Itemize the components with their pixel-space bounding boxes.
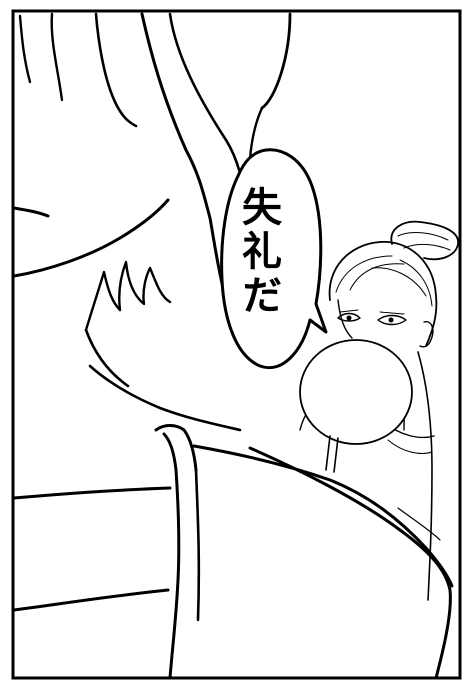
woman-head <box>328 241 438 347</box>
hair-strand-1 <box>18 14 32 84</box>
hair-strand-2 <box>50 12 64 102</box>
neck-hair <box>84 260 172 332</box>
uchiwa-fan <box>299 339 413 445</box>
kimono-collar <box>154 424 198 472</box>
woman-eye-left <box>337 312 361 322</box>
woman-figure <box>299 220 459 601</box>
hair-strand-3 <box>94 12 138 128</box>
hair-bun <box>390 220 459 261</box>
fan-handle <box>325 435 339 473</box>
speech-bubble <box>220 148 328 370</box>
man-face-outline <box>12 198 170 278</box>
woman-eye-right <box>377 314 407 326</box>
speech-bubble-text: 失礼だ <box>235 186 281 318</box>
man-mouth <box>12 206 50 218</box>
kimono-sleeve <box>248 446 452 680</box>
